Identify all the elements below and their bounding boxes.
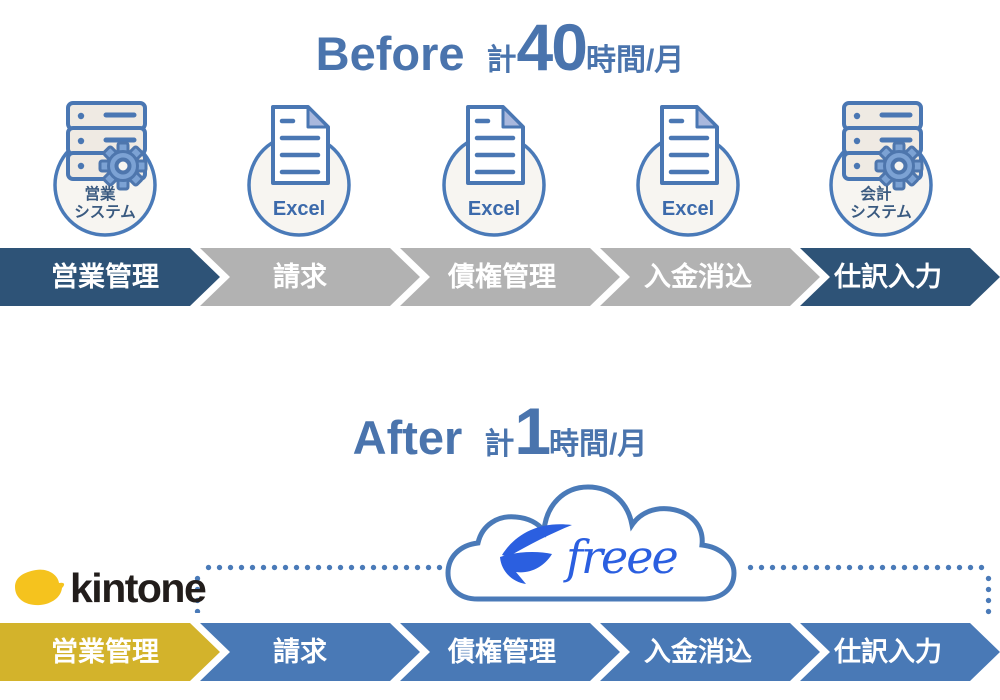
kintone-wordmark: kintone [70,564,207,611]
svg-text:営業管理: 営業管理 [51,636,159,667]
svg-text:入金消込: 入金消込 [644,261,752,292]
svg-text:債権管理: 債権管理 [447,261,556,292]
freee-wordmark: freee [563,530,677,584]
step-billing: 請求 [200,623,420,681]
excel-icon-1: Excel [247,105,351,237]
kintone-logo: kintone [12,564,207,611]
step-receivables: 債権管理 [400,248,620,306]
step-journal-entry: 仕訳入力 [800,623,1000,681]
icon-label: Excel [468,198,520,220]
after-hours-value: 1 [514,394,551,468]
excel-icon-2: Excel [442,105,546,237]
svg-text:入金消込: 入金消込 [644,636,752,667]
icon-label: 会計 [860,184,892,203]
after-label: After [352,411,463,464]
dotted-connector-left-down [192,573,203,613]
after-hours-unit: 時間/月 [549,428,648,461]
dotted-connector-right [745,562,988,573]
kintone-blob-icon [15,569,65,606]
accounting-system-icon: 会計 システム [829,101,933,237]
svg-text:債権管理: 債権管理 [447,636,556,667]
svg-text:請求: 請求 [273,636,327,667]
before-title: Before 計 40 時間/月 [0,14,1000,81]
icon-label: Excel [662,198,714,220]
step-billing: 請求 [200,248,420,306]
step-payment-reconciliation: 入金消込 [600,248,820,306]
dotted-connector-left [203,562,451,573]
step-payment-reconciliation: 入金消込 [600,623,820,681]
svg-text:請求: 請求 [273,261,327,292]
sales-system-icon: 営業 システム [53,101,157,237]
icon-label: 営業 [84,184,116,203]
step-sales-management: 営業管理 [0,248,220,306]
step-journal-entry: 仕訳入力 [800,248,1000,306]
after-total-label: 計 [484,428,515,461]
icon-label: システム [850,204,912,221]
freee-bird-icon [500,524,572,584]
gear-icon [98,141,148,191]
icon-label: Excel [273,198,325,220]
icon-label: システム [74,204,136,221]
after-process-bar: 営業管理 請求 債権管理 入金消込 仕訳入力 [0,623,1000,681]
svg-text:営業管理: 営業管理 [51,261,159,292]
document-icon [466,105,525,185]
after-title: After 計 1 時間/月 [0,398,1000,465]
before-hours-value: 40 [516,10,588,84]
step-sales-management: 営業管理 [0,623,220,681]
before-label: Before [315,27,465,80]
excel-icon-3: Excel [636,105,740,237]
before-hours-unit: 時間/月 [585,44,685,77]
step-receivables: 債権管理 [400,623,620,681]
document-icon [271,105,330,185]
before-process-bar: 営業管理 請求 債権管理 入金消込 仕訳入力 [0,248,1000,306]
svg-text:仕訳入力: 仕訳入力 [833,636,942,667]
svg-text:仕訳入力: 仕訳入力 [833,261,942,292]
freee-cloud: freee [445,484,737,602]
gear-icon [874,141,924,191]
document-icon [660,105,719,185]
dotted-connector-right-down [983,573,994,615]
before-total-label: 計 [486,44,517,77]
